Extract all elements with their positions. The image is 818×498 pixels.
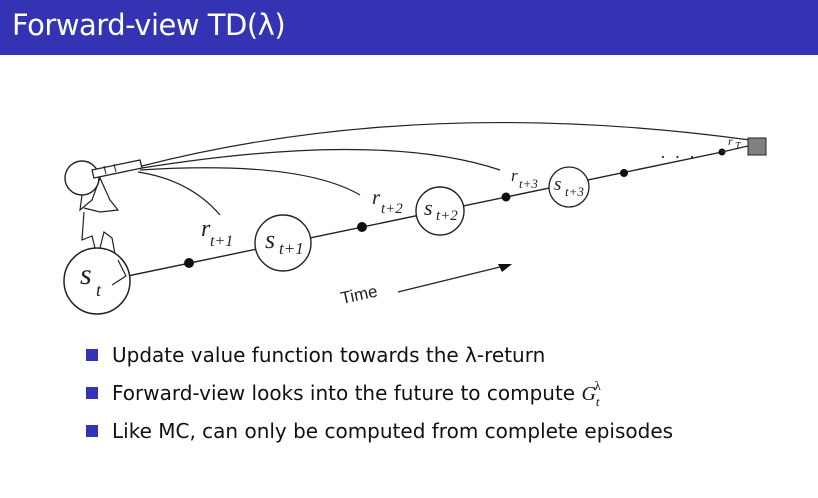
reward-label: r	[511, 166, 518, 185]
lookahead-arc-t1	[137, 171, 221, 216]
math-g-lambda: Gtλ	[581, 378, 605, 409]
state-sub: t+1	[279, 239, 304, 258]
lookahead-arc-terminal	[141, 121, 751, 167]
state-st-label: s	[80, 258, 92, 291]
ellipsis: · · ·	[660, 147, 697, 167]
reward-sub: t+1	[210, 233, 233, 250]
reward-dot	[620, 169, 628, 177]
reward-t1: r t+1	[201, 216, 233, 250]
reward-dot	[357, 222, 367, 232]
bullet-item: Update value function towards the λ-retu…	[84, 336, 673, 374]
state-st2: s t+2	[415, 186, 465, 236]
state-sub: t+2	[436, 208, 458, 224]
lookahead-arc-t3	[141, 148, 501, 171]
reward-terminal: r T	[728, 134, 742, 152]
telescope-icon	[91, 159, 143, 179]
page-title: Forward-view TD(λ)	[12, 8, 286, 42]
state-circle	[548, 166, 590, 208]
reward-t3: r t+3	[511, 166, 538, 191]
state-st: s t	[63, 247, 131, 315]
state-st-sub: t	[96, 280, 102, 300]
terminal-state-square	[747, 137, 767, 156]
math-sub: t	[595, 394, 600, 409]
bullet-square-icon	[86, 387, 98, 399]
reward-dot	[184, 258, 194, 268]
bullet-square-icon	[86, 349, 98, 361]
bullet-text: Like MC, can only be computed from compl…	[112, 419, 674, 443]
time-label: Time	[339, 282, 379, 308]
time-arrow: Time	[339, 264, 512, 308]
bullet-text: Forward-view looks into the future to co…	[112, 381, 582, 405]
lookahead-arc-t2	[139, 167, 361, 196]
math-sup: λ	[594, 378, 601, 393]
bullet-square-icon	[86, 425, 98, 437]
reward-sub: t+2	[381, 201, 403, 217]
observer-arm	[79, 176, 120, 213]
state-sub: t+3	[565, 184, 584, 199]
state-label: s	[265, 225, 275, 254]
state-label: s	[424, 195, 433, 220]
td-lambda-diagram: s t s t+1 s t+2 s t+3 r t+1 r t+2 r t+3 …	[63, 121, 767, 315]
bullet-list: Update value function towards the λ-retu…	[84, 336, 673, 450]
reward-t2: r t+2	[372, 185, 403, 217]
state-st3: s t+3	[548, 166, 590, 208]
reward-sub: t+3	[519, 176, 538, 191]
state-circle	[63, 247, 131, 315]
state-label: s	[554, 174, 561, 195]
reward-label: r	[201, 216, 211, 242]
bullet-item: Forward-view looks into the future to co…	[84, 374, 673, 412]
math-g: G	[581, 383, 596, 405]
state-circle	[254, 214, 312, 272]
reward-label: r	[728, 134, 733, 148]
state-st1: s t+1	[254, 214, 312, 272]
reward-sub: T	[735, 141, 742, 152]
reward-label: r	[372, 185, 381, 209]
reward-dot	[501, 192, 511, 202]
observer-figure	[64, 159, 143, 271]
title-bar: Forward-view TD(λ)	[0, 0, 818, 55]
state-circle	[415, 186, 465, 236]
bullet-item: Like MC, can only be computed from compl…	[84, 412, 673, 450]
bullet-text: Update value function towards the λ-retu…	[112, 343, 546, 367]
